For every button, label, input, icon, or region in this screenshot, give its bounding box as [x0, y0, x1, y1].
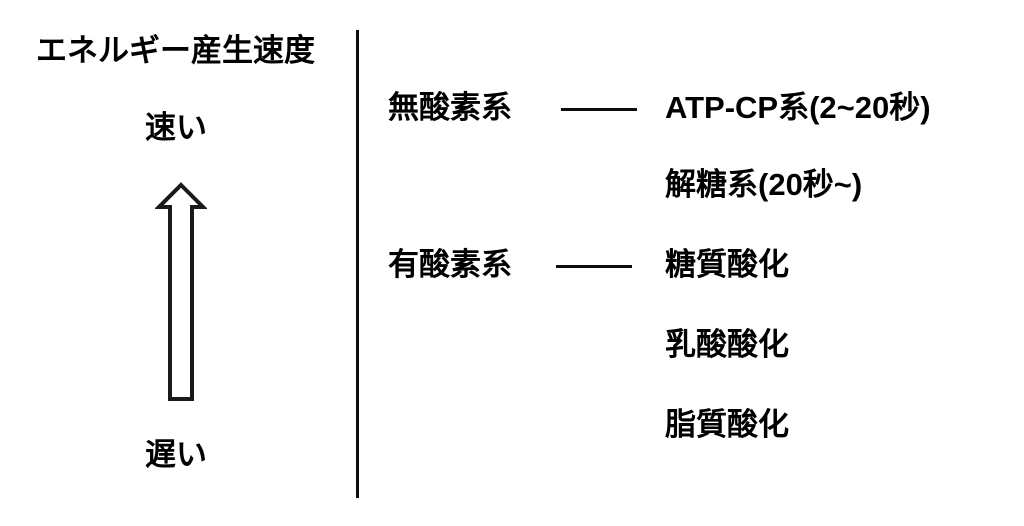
- row-item-glycolysis: 解糖系(20秒~): [665, 167, 863, 202]
- vertical-divider: [356, 30, 359, 498]
- row-item-glucose-oxidation: 糖質酸化: [665, 247, 789, 282]
- up-arrow-icon: [154, 180, 208, 404]
- connector-dash-aerobic: [556, 265, 632, 268]
- table-row: 有酸素系 糖質酸化: [380, 243, 1010, 287]
- axis-label-slow: 遅い: [145, 437, 207, 472]
- table-row: 脂質酸化: [380, 403, 1010, 447]
- axis-title: エネルギー産生速度: [36, 33, 315, 68]
- table-row: 解糖系(20秒~): [380, 163, 1010, 207]
- axis-label-fast: 速い: [145, 110, 207, 145]
- row-category-anaerobic: 無酸素系: [388, 90, 512, 125]
- row-category-aerobic: 有酸素系: [388, 247, 512, 282]
- row-item-atp-cp: ATP-CP系(2~20秒): [665, 90, 931, 125]
- row-item-fat-oxidation: 脂質酸化: [665, 407, 789, 442]
- row-item-lactate-oxidation: 乳酸酸化: [665, 327, 789, 362]
- table-row: 乳酸酸化: [380, 323, 1010, 367]
- table-row: 無酸素系 ATP-CP系(2~20秒): [380, 86, 1010, 130]
- connector-dash-anaerobic: [561, 108, 637, 111]
